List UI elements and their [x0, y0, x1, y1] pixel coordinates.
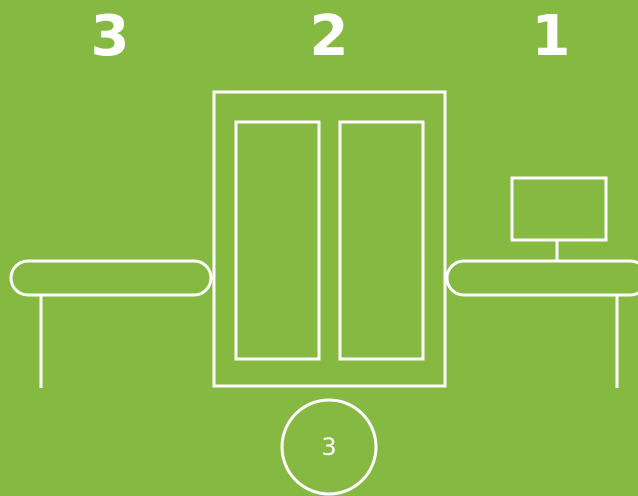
step-badge-label: 3 [281, 402, 377, 492]
xray-scanner-icon [214, 92, 445, 386]
left-conveyor-icon [11, 261, 211, 388]
monitor-icon [512, 178, 606, 261]
right-conveyor-icon [447, 261, 638, 388]
